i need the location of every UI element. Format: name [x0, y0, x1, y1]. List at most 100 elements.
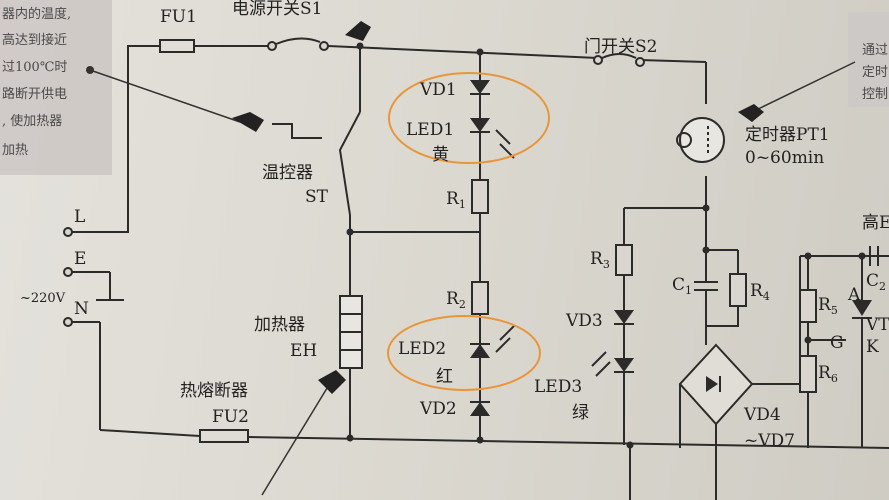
label-e: E: [74, 249, 86, 269]
side-note-right-line: 定时: [862, 65, 889, 80]
side-note-left: 器内的温度, 高达到接近 过100℃时 路断开供电 , 使加热器 加热: [0, 0, 112, 175]
label-led1: LED1: [406, 120, 454, 140]
label-r6: R6: [818, 363, 838, 385]
pointer-dot: [86, 66, 94, 74]
label-led2-color: 红: [436, 367, 453, 387]
side-note-left-line: 器内的温度,: [2, 7, 72, 22]
label-vd4: VD4: [743, 405, 781, 425]
thyristor-vt: [852, 300, 872, 316]
wire: [639, 59, 707, 63]
label-r1: R1: [446, 189, 466, 211]
junction-dot: [346, 228, 354, 236]
bridge-diode-icon: [706, 376, 718, 392]
side-note-left-line: 路断开供电: [2, 87, 68, 102]
label-r2: R2: [446, 289, 466, 311]
led3-symbol: [614, 358, 634, 372]
label-c2: C2: [866, 271, 886, 293]
label-led2: LED2: [398, 339, 446, 359]
clock-icon: [676, 132, 692, 148]
fuse-fu2: [199, 429, 249, 443]
diode-vd2: [470, 402, 490, 416]
label-a: A: [847, 285, 861, 305]
hand-pointer-icon: [232, 112, 264, 132]
label-led1-color: 黄: [432, 145, 449, 165]
hand-pointer-icon: [345, 21, 371, 41]
label-voltage: ~220V: [20, 291, 66, 306]
junction-dot: [476, 436, 484, 444]
hand-pointer-icon: [738, 104, 764, 122]
switch-terminal: [267, 41, 277, 51]
label-heater-name: 加热器: [254, 315, 305, 335]
diode-vd3: [614, 310, 634, 324]
label-heater-code: EH: [290, 341, 317, 361]
resistor-r2: [471, 281, 489, 315]
label-s2: 门开关S2: [584, 37, 657, 57]
resistor-r5: [799, 289, 817, 323]
label-led3: LED3: [534, 377, 582, 397]
label-g: G: [830, 333, 844, 353]
label-timer-range: 0~60min: [745, 148, 824, 168]
side-note-right-line: 控制: [862, 87, 889, 102]
junction-dot: [858, 252, 866, 260]
label-vd1: VD1: [419, 80, 457, 100]
thermostat-st: [272, 123, 322, 139]
resistor-r4: [729, 273, 747, 307]
junction-dot: [626, 441, 634, 449]
junction-dot: [346, 434, 354, 442]
junction-dot: [804, 252, 812, 260]
label-vt: VT: [865, 315, 889, 335]
switch-s1-arm: [275, 37, 321, 45]
wire: [706, 306, 739, 327]
label-timer-name: 定时器PT1: [745, 125, 830, 145]
label-vd7: ~VD7: [744, 431, 795, 451]
label-c1: C1: [672, 275, 692, 297]
led1-symbol: [470, 118, 490, 132]
label-fuse2-name: 热熔断器: [180, 381, 248, 401]
terminal-n: [63, 317, 73, 327]
label-n: N: [74, 299, 89, 319]
label-fu2: FU2: [212, 407, 249, 427]
label-s1: 电源开关S1: [232, 0, 322, 19]
light-arrows-icon: [495, 325, 515, 353]
junction-dot: [702, 204, 710, 212]
label-fu1: FU1: [160, 7, 197, 27]
highlight-led1: [388, 72, 550, 164]
switch-terminal: [635, 57, 645, 67]
thermostat-st: [338, 111, 361, 216]
highlight-led2: [387, 315, 541, 391]
label-st-name: 温控器: [262, 163, 313, 183]
label-l: L: [74, 207, 85, 227]
wire: [99, 429, 201, 437]
resistor-r3: [615, 244, 633, 276]
side-note-right: 通过 定时 控制: [848, 12, 889, 107]
timer-pt1: [679, 117, 725, 163]
pointer-line: [751, 61, 856, 113]
resistor-r1: [471, 179, 489, 214]
side-note-left-line: , 使加热器: [2, 114, 63, 129]
junction-dot: [702, 246, 710, 254]
switch-terminal: [319, 41, 329, 51]
fuse-fu1: [159, 39, 195, 53]
switch-terminal: [593, 55, 603, 65]
label-k: K: [866, 337, 879, 357]
junction-dot: [356, 42, 364, 50]
junction-dot: [804, 336, 812, 344]
wire: [247, 436, 889, 449]
side-note-left-line: 加热: [2, 143, 29, 158]
diode-vd1: [470, 80, 490, 94]
terminal-l: [63, 227, 73, 237]
label-st-code: ST: [305, 187, 329, 207]
label-r5: R5: [818, 295, 838, 317]
label-led3-color: 绿: [572, 403, 589, 423]
light-arrows-icon: [591, 351, 611, 377]
wire: [752, 256, 801, 385]
switch-s2-arm: [601, 53, 637, 59]
side-note-left-line: 高达到接近: [2, 33, 68, 48]
label-high: 高E: [862, 213, 889, 233]
label-r4: R4: [750, 281, 770, 303]
light-arrows-icon: [495, 129, 515, 159]
pointer-line: [89, 69, 241, 123]
hand-pointer-icon: [318, 370, 346, 394]
terminal-e: [63, 267, 73, 277]
